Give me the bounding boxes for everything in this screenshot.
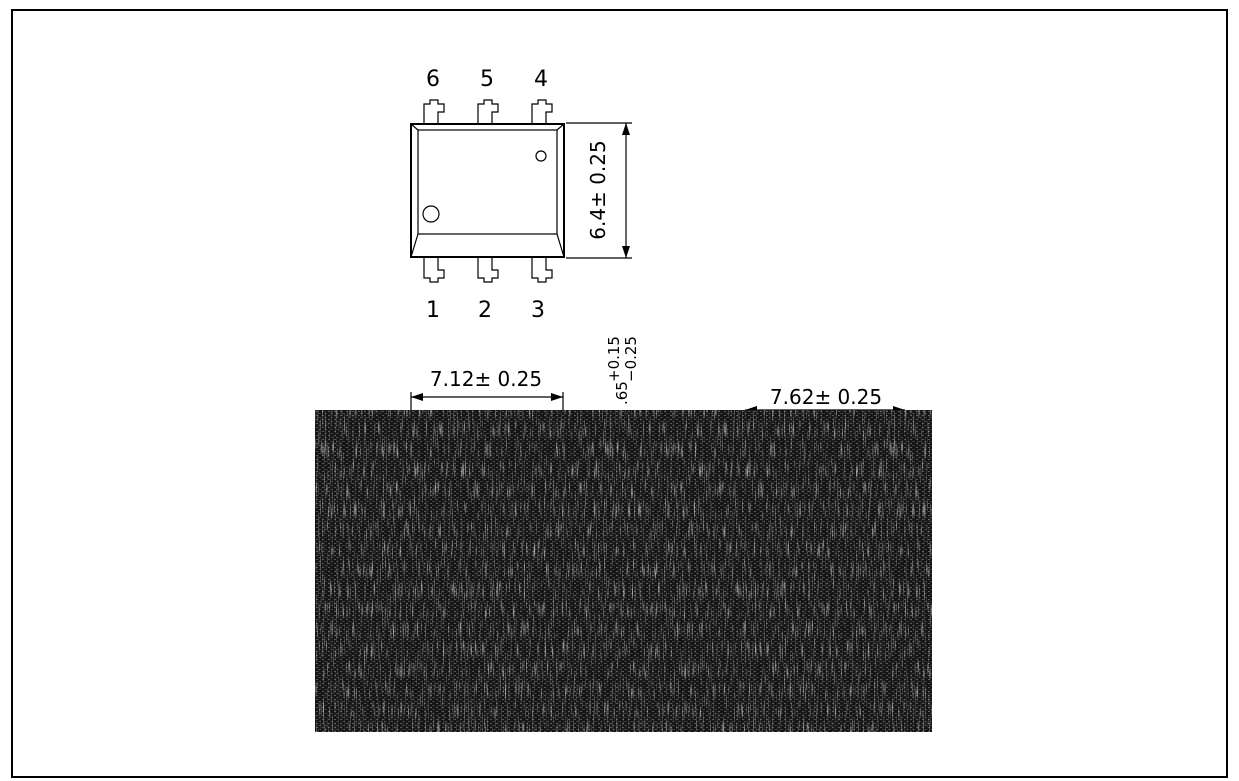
pin-6: [423, 99, 445, 124]
index-dot-small: [535, 150, 547, 162]
body-height-label: 6.4± 0.25: [586, 140, 610, 239]
pin-label-5: 5: [480, 67, 494, 92]
pin-label-2: 2: [478, 298, 492, 323]
body-width-dimension: 7.12± 0.25: [410, 367, 564, 412]
body-width-label: 7.12± 0.25: [430, 367, 542, 391]
body-height-dimension: 6.4± 0.25: [566, 122, 632, 259]
pin1-index-circle: [422, 205, 440, 223]
package-body: [410, 123, 565, 258]
pin-label-3: 3: [531, 298, 545, 323]
pin-3: [531, 257, 553, 283]
row-spacing-dimension: 7.62± 0.25: [745, 385, 905, 414]
lead-thickness-plus: +0.15: [605, 336, 623, 382]
pin-4: [531, 99, 553, 124]
pin-label-6: 6: [426, 67, 440, 92]
lead-thickness-base: .65: [613, 381, 631, 405]
top-pins: [423, 99, 553, 124]
scanned-noise-area: [315, 410, 932, 732]
lead-thickness-dimension: .65 +0.15 −0.25: [605, 336, 640, 405]
lead-thickness-minus: −0.25: [622, 336, 640, 382]
bottom-pins: [423, 257, 553, 283]
pin-5: [477, 99, 499, 124]
pin-label-1: 1: [426, 298, 440, 323]
drawing-border: [11, 9, 1228, 778]
pin-1: [423, 257, 445, 283]
pin-label-4: 4: [534, 67, 548, 92]
pin-2: [477, 257, 499, 283]
row-spacing-label: 7.62± 0.25: [770, 385, 882, 409]
